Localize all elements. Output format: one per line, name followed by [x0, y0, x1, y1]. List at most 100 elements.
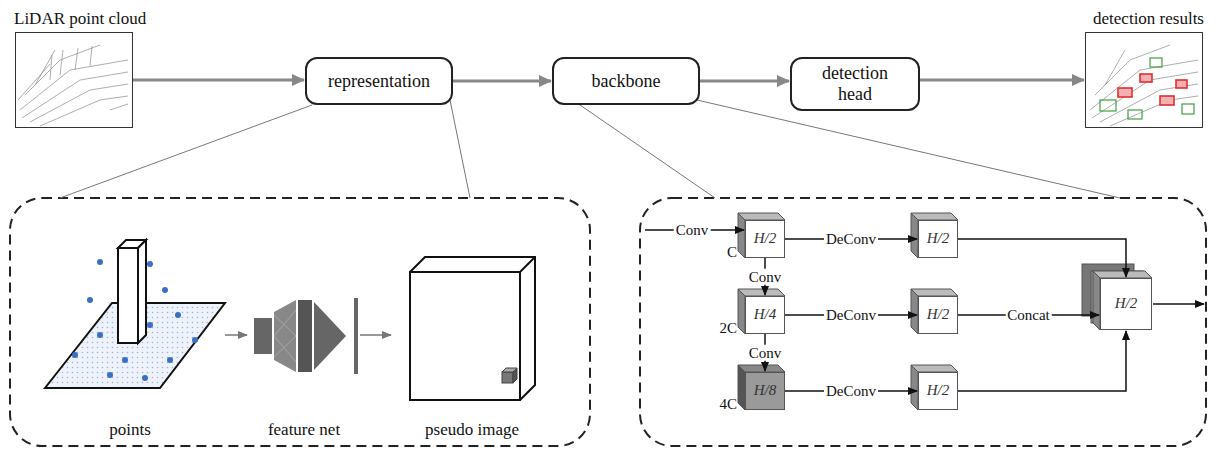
edge-label: Concat — [1005, 307, 1052, 324]
feature-map-depth — [738, 213, 745, 258]
point-cloud-sketch — [18, 45, 128, 126]
output-image: detection results — [1085, 32, 1203, 128]
feature-map-faces — [745, 372, 785, 410]
node-text: LiDAR point cloud — [14, 9, 146, 29]
illustration-node: pseudo image — [392, 250, 552, 440]
illustration-node: feature net — [248, 290, 360, 440]
process-box: backbone — [552, 57, 700, 105]
result-sketch — [1090, 60, 1198, 110]
pillar-plane — [147, 261, 153, 267]
feature-map: H/2 — [918, 372, 958, 410]
operation-label: Conv — [674, 222, 711, 239]
feature-map-faces — [918, 372, 958, 410]
result-sketch — [1110, 96, 1198, 126]
result-sketch — [1118, 88, 1132, 97]
result-sketch — [1160, 96, 1174, 105]
zoom-lines — [60, 105, 312, 198]
node-text: detection head — [809, 63, 901, 104]
pillar-plane — [175, 312, 181, 318]
process-box: detection head — [790, 57, 920, 111]
result-sketch — [1100, 58, 1194, 119]
zoom-lines — [60, 100, 1120, 198]
node-text: H/2 — [927, 382, 950, 399]
pillar-plane — [72, 352, 78, 358]
pillar-plane — [147, 322, 153, 328]
pillar-plane — [122, 357, 128, 363]
feature-net-sketch — [274, 310, 296, 362]
pseudo-image-sketch — [502, 368, 517, 383]
feature-net-sketch — [254, 318, 272, 354]
result-sketch — [1140, 74, 1152, 82]
point-cloud-sketch — [18, 64, 128, 110]
pillar-plane — [142, 375, 148, 381]
feature-net-sketch — [254, 298, 358, 374]
zoom-lines — [697, 100, 1120, 198]
channel-label: 4C — [719, 396, 737, 413]
edge-label: DeConv — [824, 231, 878, 248]
result-sketch — [1100, 84, 1198, 122]
pillar-plane — [118, 248, 138, 343]
feature-net-sketch — [274, 300, 296, 372]
result-sketch — [1090, 45, 1198, 126]
channel-label: 2C — [719, 320, 737, 337]
pillar-plane — [138, 240, 146, 343]
pillar-plane — [45, 240, 225, 388]
io-arrows — [645, 230, 1204, 304]
connector-arrow — [958, 239, 1126, 277]
pseudo-image-sketch — [410, 257, 535, 400]
node-text: H/2 — [927, 230, 950, 247]
dashed-panels — [10, 198, 1206, 446]
pseudo-image-sketch — [502, 372, 513, 383]
pillar-plane — [87, 297, 93, 303]
connector-arrow — [133, 79, 304, 82]
feature-map-depth — [738, 289, 785, 296]
feature-map-faces — [918, 220, 958, 258]
feature-map-depth — [911, 365, 958, 372]
node-text: points — [109, 420, 151, 440]
point-cloud-sketch — [30, 84, 128, 122]
node-text: backbone — [592, 71, 661, 92]
feature-net-sketch — [274, 315, 296, 336]
feature-map: H/2C — [745, 220, 785, 258]
pillar-plane — [107, 372, 113, 378]
point-cloud-sketch — [40, 96, 128, 126]
node-text: feature net — [268, 420, 340, 440]
feature-map-depth — [738, 213, 1152, 410]
channel-label: C — [727, 244, 737, 261]
feature-map: H/42C — [745, 296, 785, 334]
pseudo-image-sketch — [410, 272, 520, 400]
pillar-plane — [97, 259, 103, 265]
edge-label: Conv — [747, 344, 784, 361]
edge-label: DeConv — [824, 383, 878, 400]
feature-map-faces — [918, 296, 958, 334]
pseudo-image-sketch — [513, 368, 517, 383]
pillar-plane — [118, 240, 146, 343]
feature-map: H/84C — [745, 372, 785, 410]
pseudo-image-sketch — [520, 257, 535, 272]
node-text: H/4 — [754, 306, 777, 323]
node-text: H/8 — [754, 382, 777, 399]
process-box: representation — [305, 57, 453, 105]
edge-label: DeConv — [824, 307, 878, 324]
feature-net-sketch — [314, 302, 346, 370]
feature-map-faces — [745, 220, 1152, 410]
pillar-plane — [167, 357, 173, 363]
pillar-plane — [162, 287, 168, 293]
feature-map: H/2 — [918, 220, 958, 258]
feature-net-sketch — [274, 336, 296, 362]
connector-arrow — [453, 80, 551, 83]
illustration-node: points — [35, 232, 225, 440]
node-text: detection results — [1093, 9, 1204, 29]
io-arrows — [1153, 303, 1204, 305]
feature-map-depth — [738, 289, 745, 334]
feature-net-sketch — [298, 300, 312, 372]
pseudo-image-sketch — [410, 257, 535, 400]
result-sketch — [1182, 104, 1194, 114]
node-text: H/2 — [754, 230, 777, 247]
feature-net-sketch — [274, 310, 296, 336]
feature-map-faces — [745, 220, 785, 258]
node-text: H/2 — [1115, 295, 1138, 312]
feature-map-faces — [1100, 278, 1152, 330]
connector-arrow — [360, 334, 391, 336]
feature-map: H/2 — [1100, 278, 1152, 330]
